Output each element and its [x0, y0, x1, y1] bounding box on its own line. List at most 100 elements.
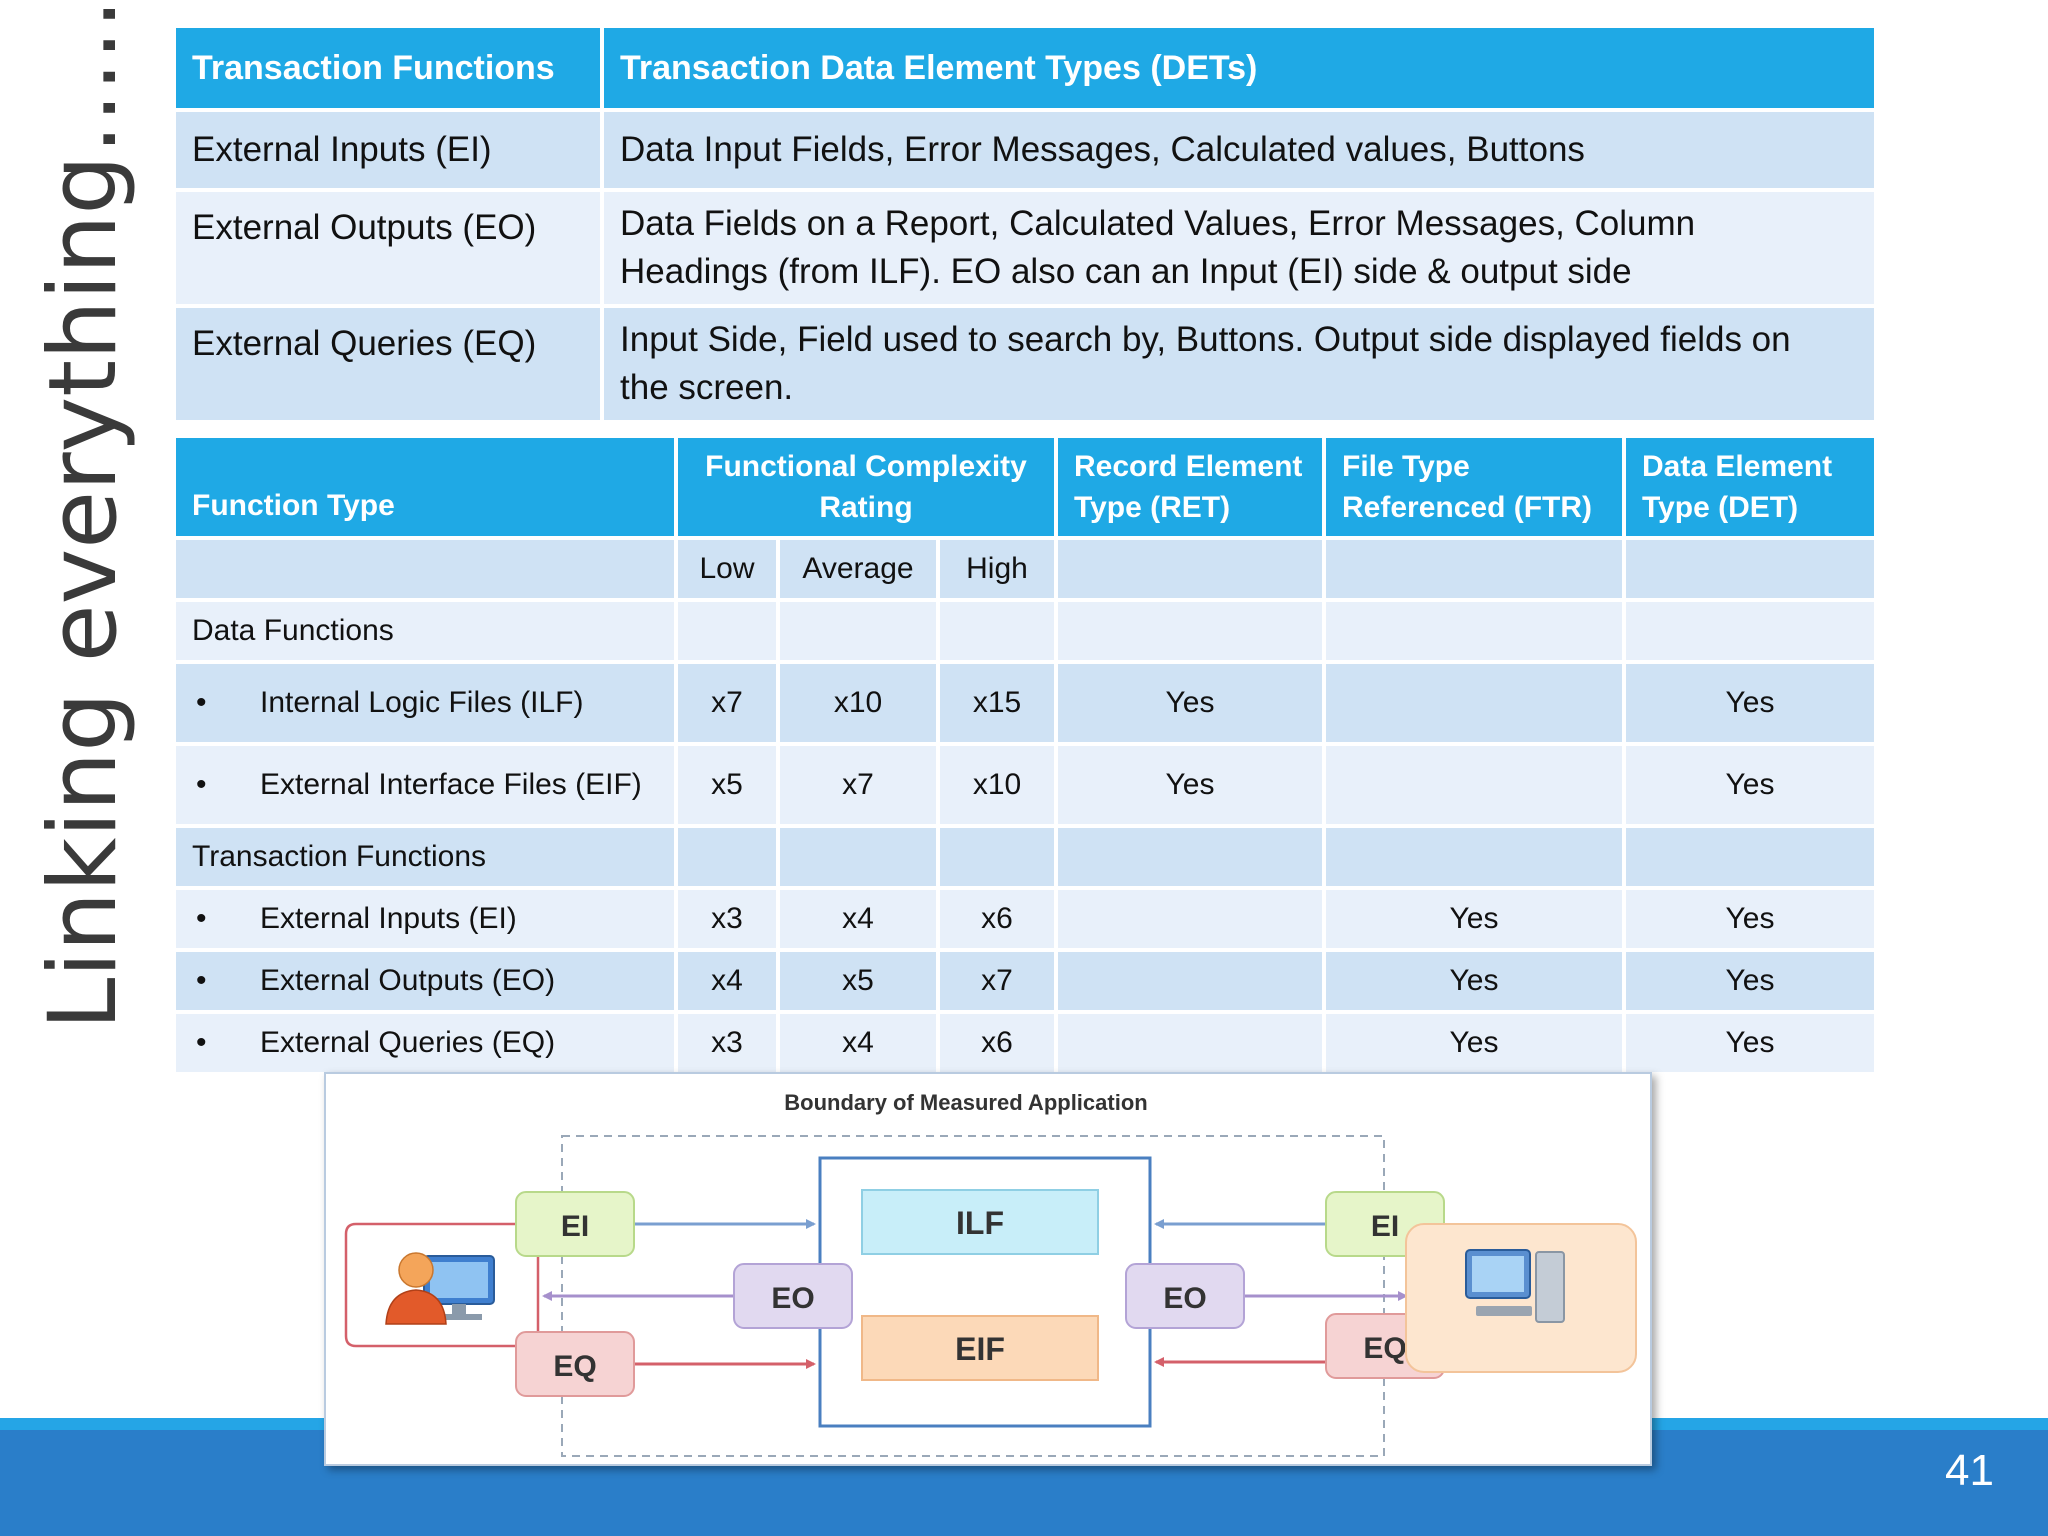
user-computer-icon — [385, 1252, 495, 1325]
eo-left-label: EO — [771, 1282, 814, 1315]
header-line: File Type — [1342, 450, 1470, 483]
cell-high: x10 — [936, 742, 1058, 828]
cell-dets-line: Headings (from ILF). EO also can an Inpu… — [620, 252, 1632, 291]
ilf-box — [861, 1189, 1099, 1255]
row-name-text: External Inputs (EI) — [260, 902, 517, 935]
header-line: Functional Complexity — [705, 450, 1027, 483]
eo-right-box — [1125, 1263, 1245, 1329]
section-data-functions: Data Functions — [172, 598, 678, 664]
empty-cell — [1322, 536, 1626, 602]
cell-ftr — [1322, 660, 1626, 746]
header-line: Referenced (FTR) — [1342, 491, 1593, 524]
cell-dets-line: Input Side, Field used to search by, But… — [620, 320, 1791, 359]
bullet: • — [196, 964, 207, 997]
cell-high: x15 — [936, 660, 1058, 746]
cell-low: x3 — [674, 886, 780, 952]
table-row: External Inputs (EI) Data Input Fields, … — [172, 108, 1878, 192]
cell-ftr: Yes — [1322, 948, 1626, 1014]
cell-det: Yes — [1622, 886, 1878, 952]
cell-dets-line: Data Fields on a Report, Calculated Valu… — [620, 204, 1696, 243]
row-name: •Internal Logic Files (ILF) — [172, 660, 678, 746]
cell-ret — [1054, 1010, 1326, 1076]
cell-ret: Yes — [1054, 742, 1326, 828]
boundary-diagram: Boundary of Measured Application ILF EIF… — [324, 1072, 1652, 1466]
section-row: Data Functions — [172, 598, 1878, 664]
row-name-text: External Interface Files (EIF) — [260, 768, 642, 801]
row-name: • External Outputs (EO) — [172, 948, 678, 1014]
diagram-title: Boundary of Measured Application — [784, 1090, 1147, 1115]
section-transaction-functions: Transaction Functions — [172, 824, 678, 890]
cell-dets: Data Fields on a Report, Calculated Valu… — [600, 188, 1878, 308]
cell-ftr: Yes — [1322, 1010, 1626, 1076]
boundary-diagram-svg: Boundary of Measured Application ILF EIF… — [344, 1090, 1637, 1457]
cell-low: x4 — [674, 948, 780, 1014]
sub-header-low: Low — [674, 536, 780, 602]
cell-det: Yes — [1622, 948, 1878, 1014]
cell-function: External Inputs (EI) — [172, 108, 604, 192]
row-name-text: Internal Logic Files (ILF) — [260, 686, 584, 719]
sub-header-average: Average — [776, 536, 940, 602]
cell-ret — [1054, 886, 1326, 952]
row-name: • External Interface Files (EIF) — [172, 742, 678, 828]
eif-box — [861, 1315, 1099, 1381]
row-name-text: External Outputs (EO) — [260, 964, 556, 997]
row-name: • External Inputs (EI) — [172, 886, 678, 952]
cell-average: x4 — [776, 1010, 940, 1076]
empty-cell — [1054, 536, 1326, 602]
cell-function: External Outputs (EO) — [172, 188, 604, 308]
ilf-label: ILF — [956, 1205, 1004, 1241]
slide-side-title: Linking everything…… — [29, 0, 138, 1030]
cell-ret — [1054, 948, 1326, 1014]
header-line: Data Element — [1642, 450, 1833, 483]
cell-ftr — [1322, 742, 1626, 828]
cell-det: Yes — [1622, 1010, 1878, 1076]
bullet: • — [196, 768, 207, 801]
eo-left-box — [733, 1263, 853, 1329]
table-header-row: Transaction Functions Transaction Data E… — [172, 24, 1878, 112]
bullet: • — [196, 902, 207, 935]
cell-function: External Queries (EQ) — [172, 304, 604, 424]
table-row: External Queries (EQ) Input Side, Field … — [172, 304, 1878, 424]
row-name-text: External Queries (EQ) — [260, 1026, 556, 1059]
header-line: Record Element — [1074, 450, 1303, 483]
header-line: Rating — [819, 491, 913, 524]
eq-left-box — [515, 1331, 635, 1397]
transaction-dets-table: Transaction Functions Transaction Data E… — [172, 24, 1878, 424]
cell-low: x5 — [674, 742, 780, 828]
eif-label: EIF — [955, 1331, 1005, 1367]
table-row: •External Inputs (EI) x3 x4 x6 Yes Yes — [172, 886, 1878, 952]
header-transaction-functions: Transaction Functions — [172, 24, 604, 112]
cell-high: x7 — [936, 948, 1058, 1014]
eq-right-label: EQ — [1363, 1332, 1406, 1365]
cell-det: Yes — [1622, 742, 1878, 828]
sub-header-high: High — [936, 536, 1058, 602]
table-row: •External Interface Files (EIF) x5 x7 x1… — [172, 742, 1878, 828]
header-transaction-dets: Transaction Data Element Types (DETs) — [600, 24, 1878, 112]
table-row: •Internal Logic Files (ILF) x7 x10 x15 Y… — [172, 660, 1878, 746]
table-row: • External Outputs (EO) x4 x5 x7 Yes Yes — [172, 948, 1878, 1014]
table-row: •External Queries (EQ) x3 x4 x6 Yes Yes — [172, 1010, 1878, 1076]
cell-high: x6 — [936, 886, 1058, 952]
cell-average: x5 — [776, 948, 940, 1014]
cell-low: x7 — [674, 660, 780, 746]
cell-high: x6 — [936, 1010, 1058, 1076]
cell-low: x3 — [674, 1010, 780, 1076]
empty-cell — [1622, 536, 1878, 602]
header-line: Type (RET) — [1074, 491, 1231, 524]
cell-average: x4 — [776, 886, 940, 952]
page-number: 41 — [1945, 1446, 1994, 1495]
ei-left-label: EI — [561, 1210, 589, 1243]
cell-dets: Input Side, Field used to search by, But… — [600, 304, 1878, 424]
cell-dets: Data Input Fields, Error Messages, Calcu… — [600, 108, 1878, 192]
eo-right-label: EO — [1163, 1282, 1206, 1315]
section-row: Transaction Functions — [172, 824, 1878, 890]
table-row: External Outputs (EO) Data Fields on a R… — [172, 188, 1878, 308]
ei-left-box — [515, 1191, 635, 1257]
cell-average: x10 — [776, 660, 940, 746]
computer-system-icon — [1465, 1249, 1565, 1323]
row-name: •External Queries (EQ) — [172, 1010, 678, 1076]
